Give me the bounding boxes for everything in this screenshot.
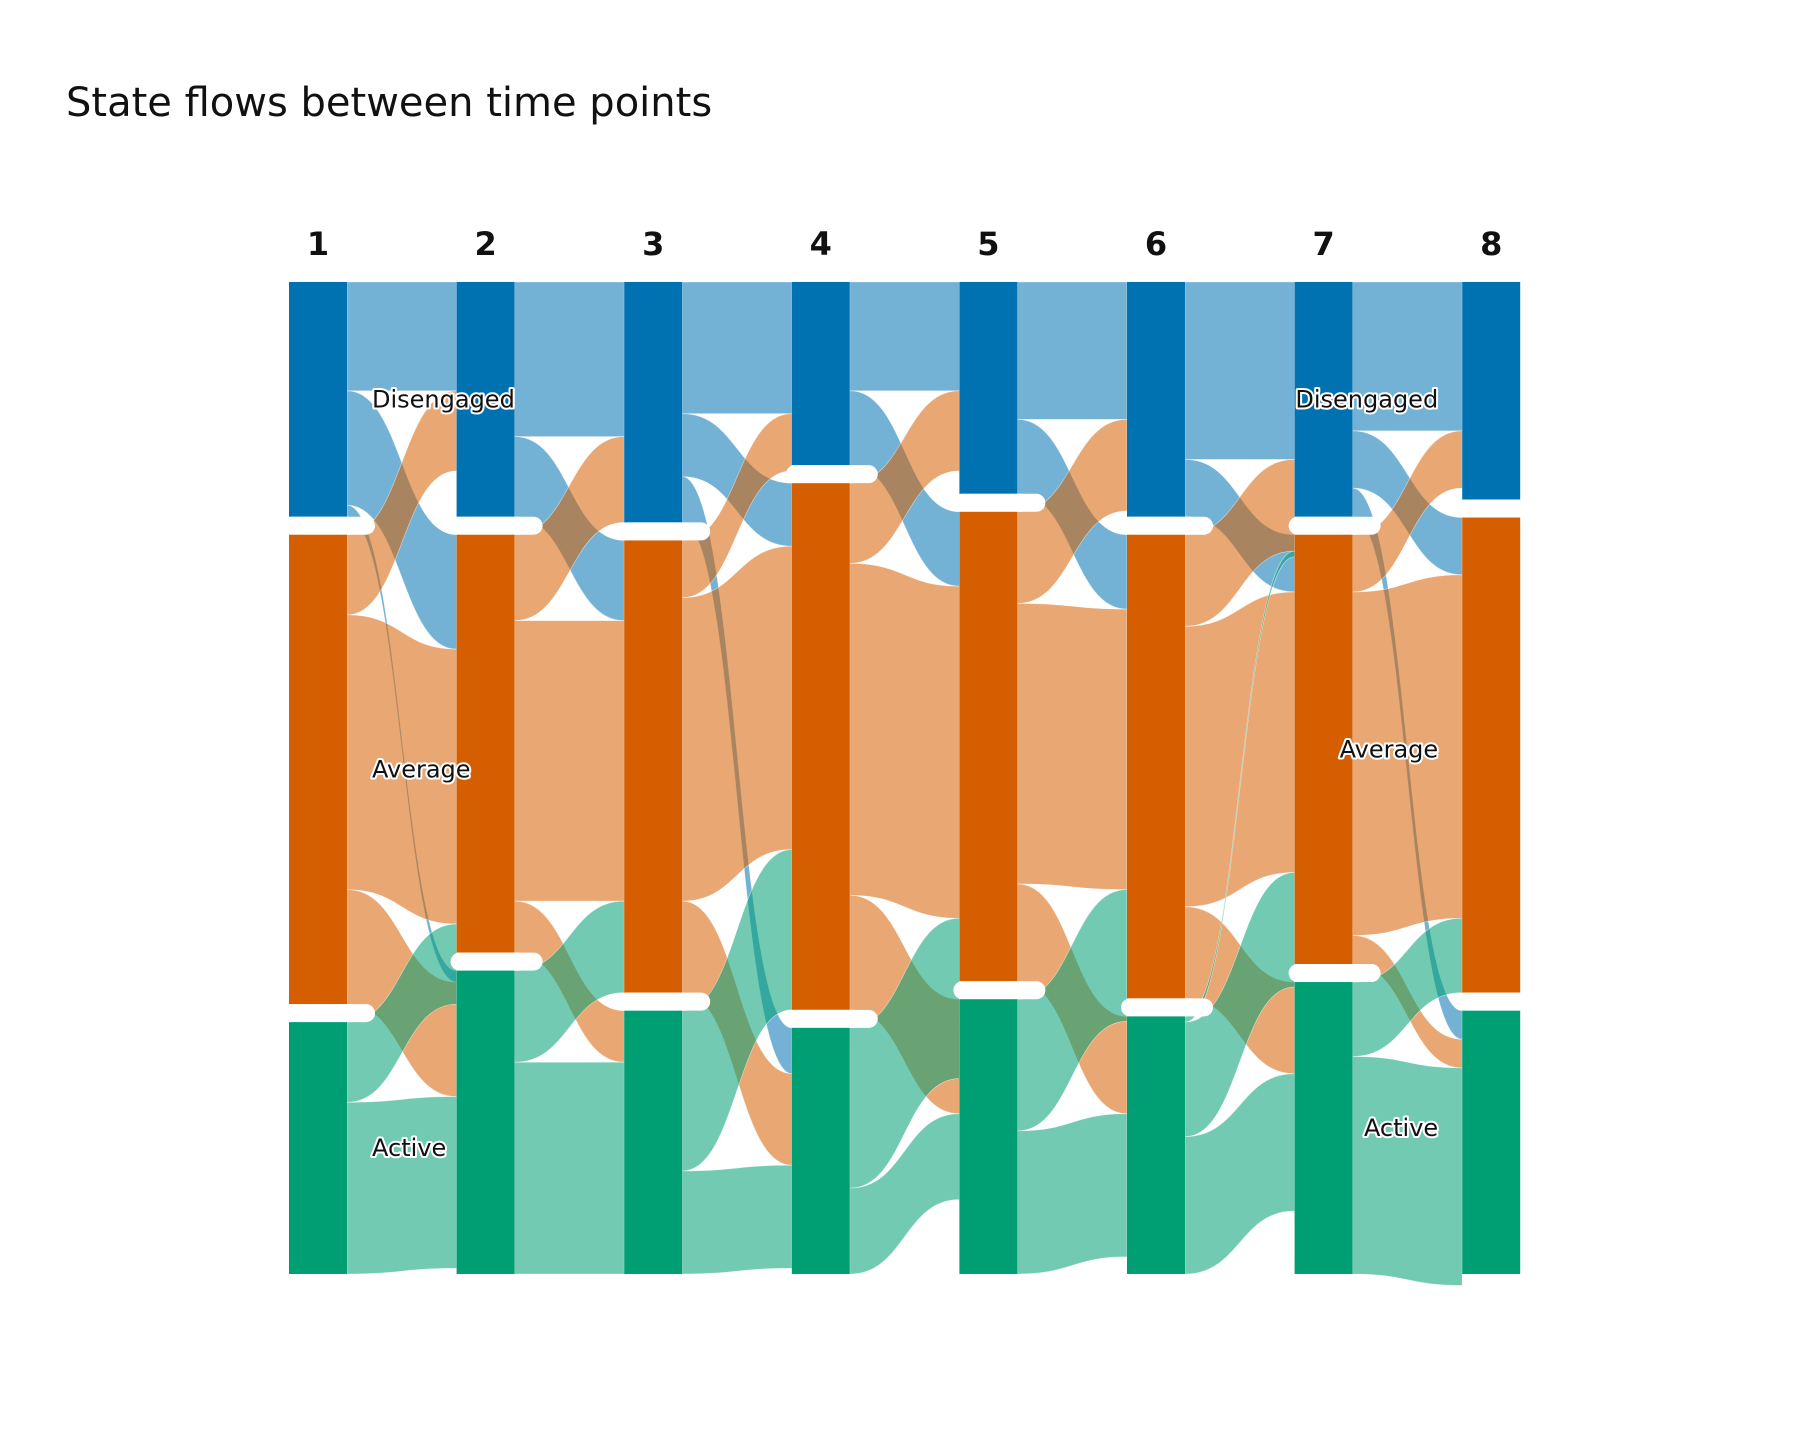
state-label-average: Average	[372, 755, 471, 783]
node-1-disengaged	[289, 282, 347, 517]
node-3-average	[624, 540, 683, 993]
node-8-disengaged	[1462, 282, 1521, 500]
time-point-label: 4	[810, 225, 832, 263]
flow-4-disengaged-to-disengaged	[849, 281, 960, 392]
flow-2-active-to-average	[514, 900, 625, 1063]
node-7-disengaged	[1294, 282, 1353, 517]
state-label-active: Active	[1364, 1114, 1438, 1142]
flow-5-average-to-average	[1017, 603, 1128, 890]
state-label-disengaged: Disengaged	[372, 385, 515, 413]
node-separator	[785, 465, 878, 484]
time-point-label: 3	[642, 225, 664, 263]
node-8-active	[1462, 1010, 1521, 1274]
flows-layer	[346, 281, 1463, 1286]
flow-3-disengaged-to-disengaged	[681, 281, 793, 414]
time-point-label: 5	[977, 225, 999, 263]
node-separator	[1456, 499, 1549, 518]
flow-7-active-to-average	[1352, 917, 1463, 1057]
time-point-label: 2	[474, 225, 496, 263]
node-1-active	[289, 1022, 347, 1274]
node-separator	[953, 493, 1046, 512]
time-point-label: 1	[307, 225, 329, 263]
flow-2-active-to-active	[514, 1061, 625, 1275]
node-3-active	[624, 1010, 683, 1274]
node-7-average	[1294, 534, 1353, 965]
node-1-average	[289, 534, 347, 1005]
time-point-label: 6	[1145, 225, 1167, 263]
chart-title: State flows between time points	[66, 80, 712, 126]
node-separator	[1121, 998, 1213, 1017]
node-separator	[1288, 964, 1381, 983]
flow-7-active-to-active	[1352, 1056, 1463, 1286]
node-separator	[1288, 516, 1381, 535]
state-label-average: Average	[1340, 735, 1439, 763]
flow-1-active-to-active	[346, 1096, 457, 1275]
node-2-average	[456, 534, 515, 953]
flow-3-active-to-active	[681, 1164, 793, 1275]
node-5-average	[959, 511, 1018, 982]
node-separator	[953, 981, 1046, 1000]
node-6-active	[1127, 1016, 1185, 1274]
node-separator	[618, 522, 711, 541]
node-5-active	[959, 999, 1018, 1274]
flow-5-disengaged-to-disengaged	[1017, 281, 1128, 420]
time-point-label: 7	[1312, 225, 1334, 263]
state-label-active: Active	[372, 1134, 446, 1162]
node-3-disengaged	[624, 282, 683, 523]
node-4-disengaged	[791, 282, 850, 466]
node-8-average	[1462, 517, 1521, 993]
state-label-disengaged: Disengaged	[1295, 385, 1438, 413]
node-2-active	[456, 970, 515, 1274]
node-separator	[785, 1009, 878, 1028]
flow-1-disengaged-to-disengaged	[346, 281, 457, 392]
flow-4-average-to-average	[849, 563, 960, 919]
node-separator	[1121, 516, 1213, 535]
node-separator	[450, 952, 543, 971]
nodes-layer	[283, 282, 1549, 1274]
node-separator	[283, 1004, 375, 1023]
node-6-average	[1127, 534, 1185, 999]
flow-2-average-to-average	[514, 620, 625, 902]
node-separator	[450, 516, 543, 535]
time-point-label: 8	[1480, 225, 1502, 263]
node-5-disengaged	[959, 282, 1018, 494]
flow-6-disengaged-to-disengaged	[1184, 281, 1295, 460]
flow-3-average-to-average	[681, 545, 793, 902]
node-2-disengaged	[456, 282, 515, 517]
node-4-active	[791, 1027, 850, 1274]
flow-6-average-to-average	[1184, 591, 1295, 908]
node-4-average	[791, 483, 850, 1010]
node-7-active	[1294, 982, 1353, 1274]
node-separator	[618, 992, 711, 1011]
flow-2-disengaged-to-disengaged	[514, 281, 625, 437]
node-separator	[283, 516, 375, 535]
node-6-disengaged	[1127, 282, 1185, 517]
node-separator	[1456, 992, 1549, 1011]
flow-5-active-to-active	[1017, 1113, 1128, 1275]
